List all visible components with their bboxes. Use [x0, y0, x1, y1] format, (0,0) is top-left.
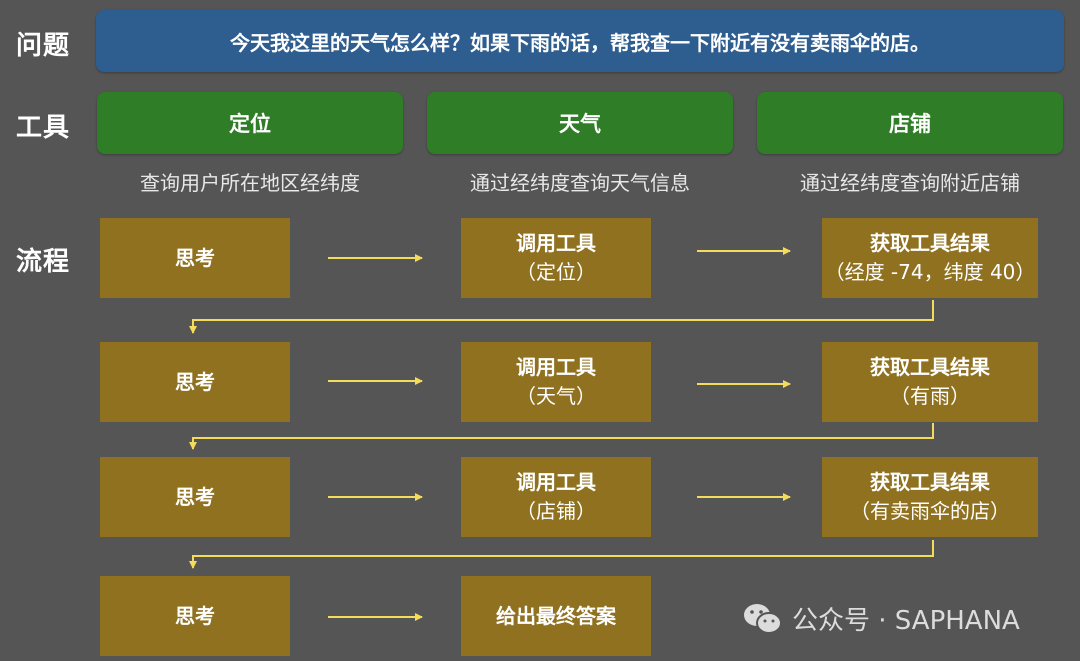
tool-shop-box: 店铺 [757, 92, 1063, 154]
call-tool-arg: （店铺） [516, 499, 596, 523]
call-tool-step-1: 调用工具 （定位） [461, 218, 651, 298]
think-step-4: 思考 [100, 576, 290, 656]
tool-location-desc: 查询用户所在地区经纬度 [140, 171, 360, 195]
tool-shop-desc: 通过经纬度查询附近店铺 [800, 171, 1020, 195]
tool-weather-desc: 通过经纬度查询天气信息 [470, 171, 690, 195]
result-label: 获取工具结果 [870, 231, 990, 255]
call-tool-label: 调用工具 [516, 355, 596, 379]
tools-row-label: 工具 [16, 113, 71, 143]
think-label: 思考 [175, 369, 215, 394]
call-tool-arg: （天气） [516, 384, 596, 408]
arrow-wrap-3 [189, 540, 934, 569]
watermark-text: 公众号 · SAPHANA [792, 606, 1020, 636]
result-label: 获取工具结果 [870, 355, 990, 379]
call-tool-label: 调用工具 [516, 470, 596, 494]
flow-row-label: 流程 [16, 247, 71, 277]
question-box: 今天我这里的天气怎么样？如果下雨的话，帮我查一下附近有没有卖雨伞的店。 [96, 10, 1064, 72]
question-text: 今天我这里的天气怎么样？如果下雨的话，帮我查一下附近有没有卖雨伞的店。 [230, 30, 930, 55]
call-tool-step-2: 调用工具 （天气） [461, 342, 651, 422]
call-tool-label: 调用工具 [516, 231, 596, 255]
final-answer-step: 给出最终答案 [461, 576, 651, 656]
result-detail: （有卖雨伞的店） [850, 499, 1010, 523]
result-step-3: 获取工具结果 （有卖雨伞的店） [822, 457, 1038, 537]
think-label: 思考 [175, 603, 215, 628]
arrow-wrap-1 [189, 300, 934, 334]
think-label: 思考 [175, 484, 215, 509]
result-step-2: 获取工具结果 （有雨） [822, 342, 1038, 422]
tool-shop-name: 店铺 [889, 112, 931, 136]
watermark: 公众号 · SAPHANA [742, 600, 1020, 637]
think-label: 思考 [175, 245, 215, 270]
think-step-1: 思考 [100, 218, 290, 298]
result-detail: （经度 -74，纬度 40） [824, 260, 1036, 284]
tool-location-box: 定位 [97, 92, 403, 154]
arrow-wrap-2 [189, 423, 934, 450]
result-label: 获取工具结果 [870, 470, 990, 494]
tool-weather-name: 天气 [559, 112, 601, 136]
question-row-label: 问题 [16, 31, 71, 61]
tool-weather-box: 天气 [427, 92, 733, 154]
result-step-1: 获取工具结果 （经度 -74，纬度 40） [822, 218, 1038, 298]
tool-location-name: 定位 [229, 112, 271, 136]
call-tool-arg: （定位） [516, 260, 596, 284]
result-detail: （有雨） [890, 384, 970, 408]
think-step-3: 思考 [100, 457, 290, 537]
call-tool-step-3: 调用工具 （店铺） [461, 457, 651, 537]
final-answer-label: 给出最终答案 [496, 603, 616, 628]
wechat-icon [744, 603, 782, 634]
think-step-2: 思考 [100, 342, 290, 422]
